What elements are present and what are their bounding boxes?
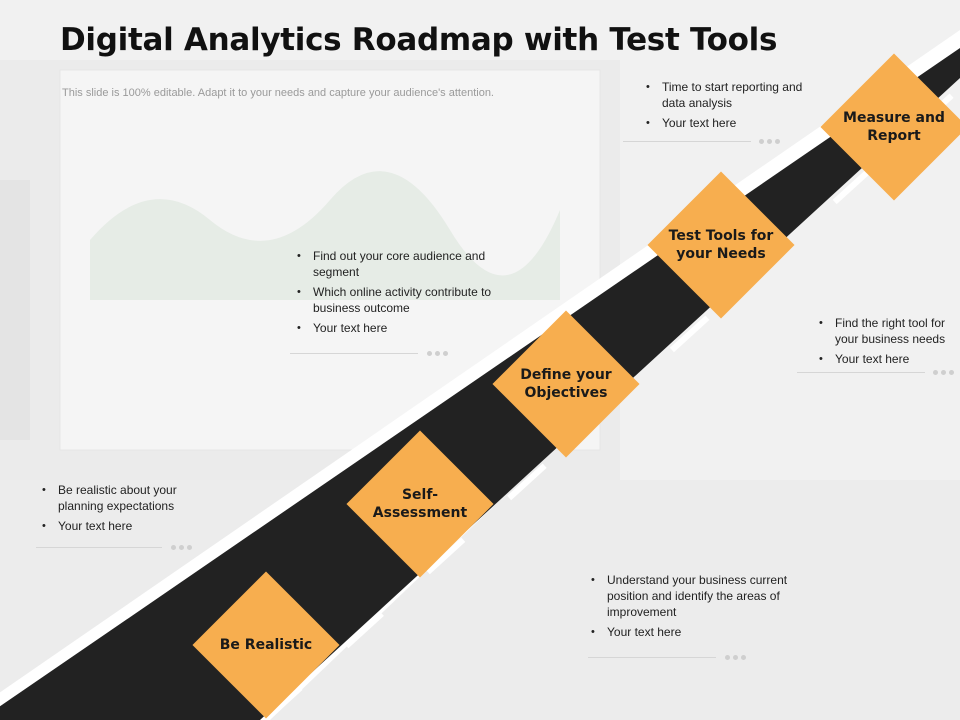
dots-decoration xyxy=(725,655,746,660)
page-subtitle: This slide is 100% editable. Adapt it to… xyxy=(62,87,494,99)
note-item: Your text here xyxy=(642,115,822,131)
step-self-assessment: Self- Assessment xyxy=(346,430,494,578)
step-label: Define your Objectives xyxy=(520,366,612,401)
dots-decoration xyxy=(759,139,780,144)
note-item: Your text here xyxy=(587,624,817,640)
page-title: Digital Analytics Roadmap with Test Tool… xyxy=(60,22,778,58)
note-item: Your text here xyxy=(38,518,208,534)
note-item: Your text here xyxy=(815,351,960,367)
step-label: Measure and Report xyxy=(843,109,945,144)
dots-decoration xyxy=(171,545,192,550)
note-item: Understand your business current positio… xyxy=(587,572,817,620)
dots-decoration xyxy=(427,351,448,356)
note-define-objectives: Find out your core audience and segment … xyxy=(293,248,523,340)
note-test-tools: Find the right tool for your business ne… xyxy=(815,315,960,371)
step-label: Self- Assessment xyxy=(372,486,468,521)
divider xyxy=(623,141,751,142)
divider xyxy=(290,353,418,354)
step-test-tools: Test Tools for your Needs xyxy=(647,171,795,319)
dots-decoration xyxy=(933,370,954,375)
note-be-realistic: Be realistic about your planning expecta… xyxy=(38,482,208,538)
divider xyxy=(36,547,162,548)
note-item: Find out your core audience and segment xyxy=(293,248,523,280)
note-item: Be realistic about your planning expecta… xyxy=(38,482,208,514)
note-item: Find the right tool for your business ne… xyxy=(815,315,960,347)
note-item: Which online activity contribute to busi… xyxy=(293,284,523,316)
divider xyxy=(797,372,925,373)
note-item: Time to start reporting and data analysi… xyxy=(642,79,822,111)
step-label: Be Realistic xyxy=(219,636,313,653)
note-item: Your text here xyxy=(293,320,523,336)
step-measure-report: Measure and Report xyxy=(820,53,960,201)
note-measure-report: Time to start reporting and data analysi… xyxy=(642,79,822,135)
step-be-realistic: Be Realistic xyxy=(192,571,340,719)
step-label: Test Tools for your Needs xyxy=(668,227,774,262)
step-define-objectives: Define your Objectives xyxy=(492,310,640,458)
note-self-assessment: Understand your business current positio… xyxy=(587,572,817,644)
divider xyxy=(588,657,716,658)
